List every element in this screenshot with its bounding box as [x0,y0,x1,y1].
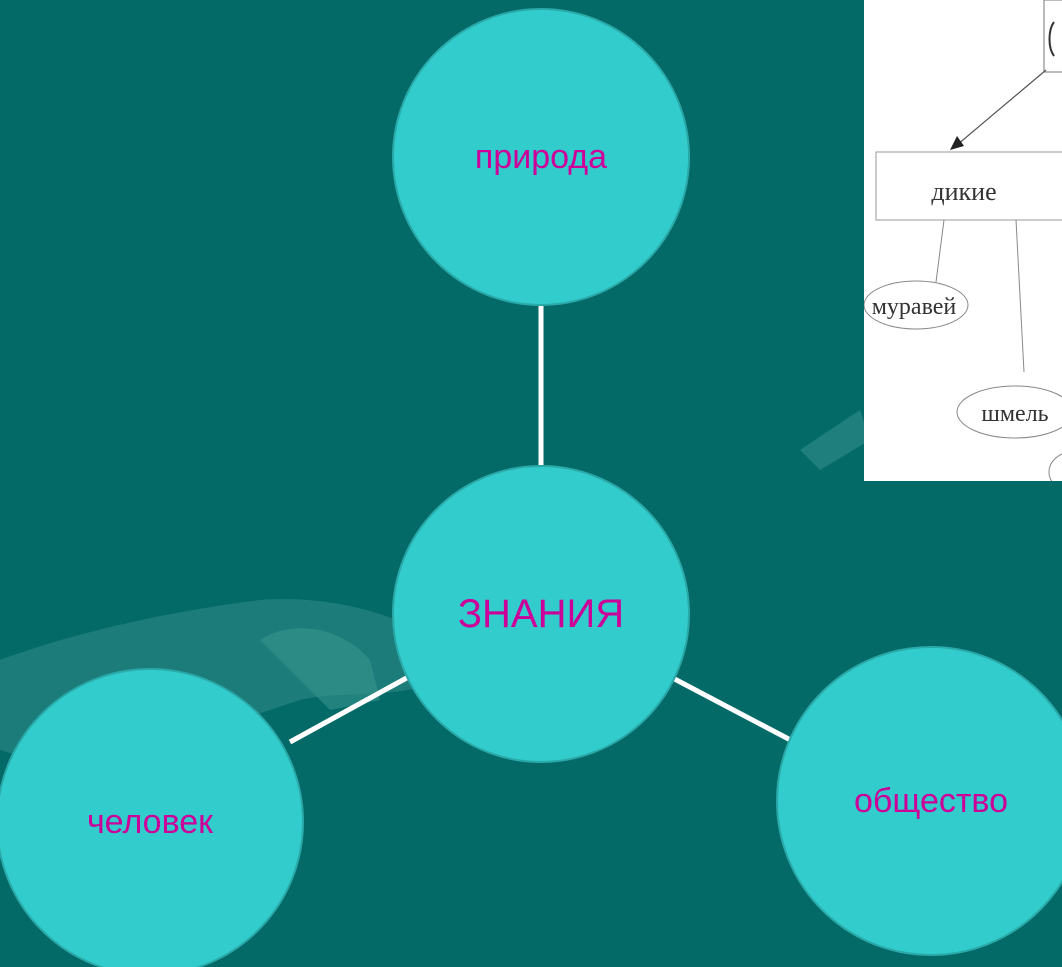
inset-line-1 [935,219,945,283]
node-knowledge-label: ЗНАНИЯ [457,592,625,636]
inset-arrowhead-icon [950,136,964,150]
inset-top-box-glyph [1048,21,1055,57]
inset-tree-fragment: дикие муравей шмель [864,0,1062,481]
inset-leaf-ellipse-3-partial [1048,453,1062,481]
inset-leaf-ellipse-1 [864,280,969,330]
inset-arrow-line [956,69,1047,146]
node-knowledge-center: ЗНАНИЯ [392,465,690,763]
node-nature-label: природа [474,137,608,176]
node-human-label: человек [86,802,214,841]
inset-box [875,151,1062,221]
inset-leaf-ellipse-2 [956,385,1062,439]
inset-top-box [1043,0,1062,73]
inset-box-label: дикие [931,177,996,206]
connector-center-human [288,672,414,745]
inset-leaf-label-2: шмель [981,401,1048,427]
node-society: общество [776,646,1062,956]
inset-line-2 [1015,219,1025,373]
node-society-label: общество [853,781,1009,820]
node-nature: природа [392,8,690,306]
node-human: человек [0,668,304,967]
connector-center-society [665,672,802,748]
inset-leaf-label-1: муравей [872,294,957,320]
